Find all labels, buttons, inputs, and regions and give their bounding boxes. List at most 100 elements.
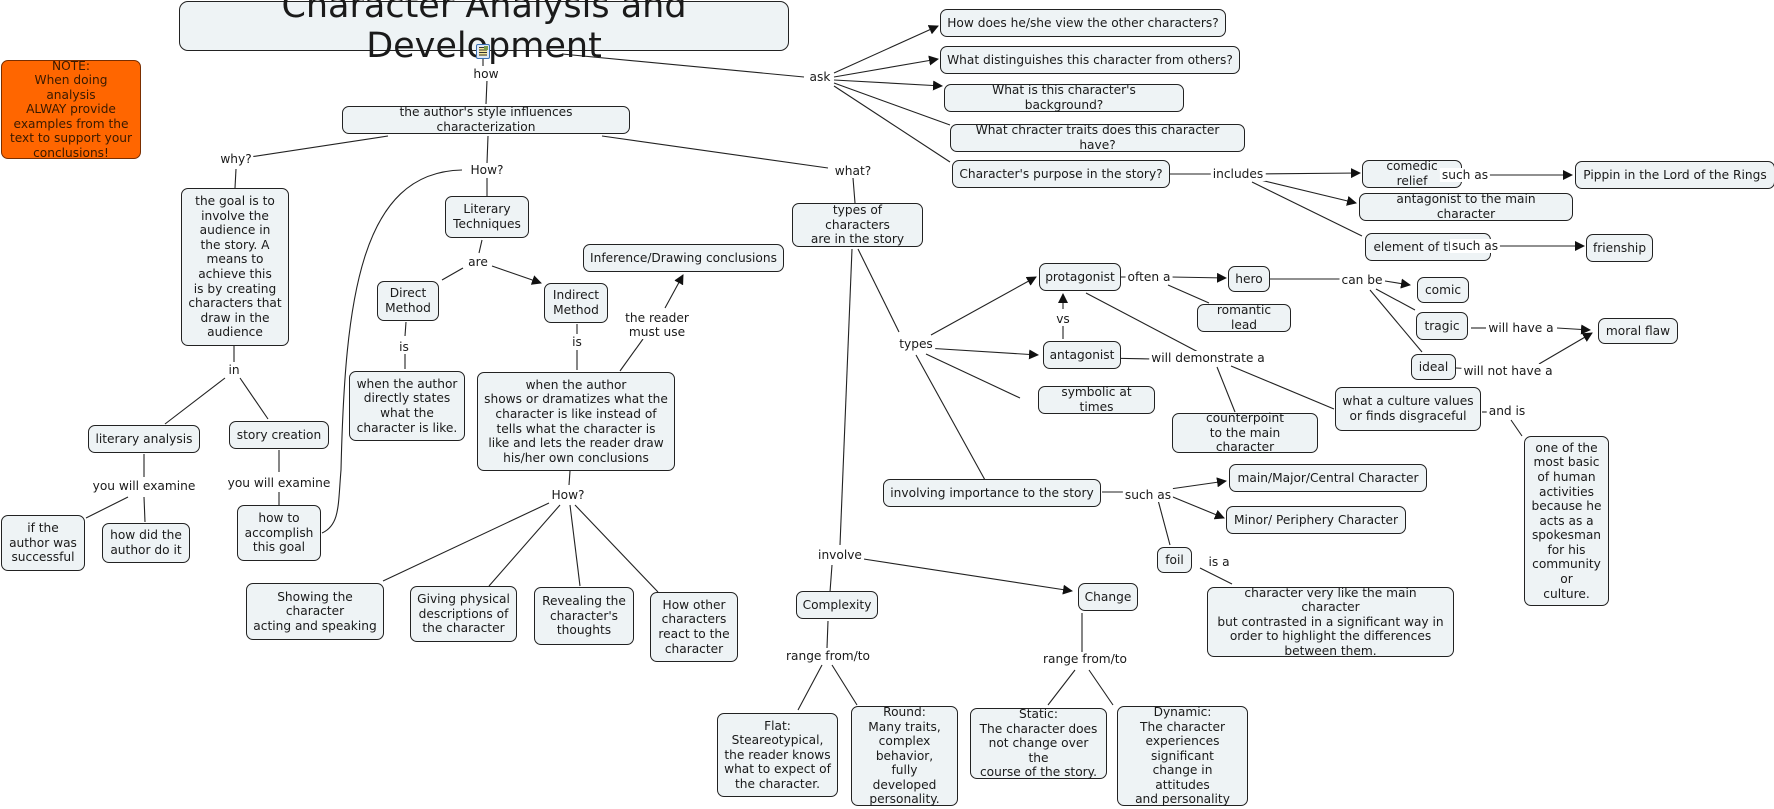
concept-question-traits[interactable]: What chracter traits does this character… bbox=[950, 123, 1245, 152]
concept-text: Complexity bbox=[802, 597, 872, 612]
concept-text: the goal is to involve the audience in t… bbox=[188, 194, 282, 340]
concept-types-characters[interactable]: types of characters are in the story bbox=[792, 203, 923, 247]
link-is-a: is a bbox=[1206, 555, 1232, 569]
concept-importance[interactable]: involving importance to the story bbox=[883, 479, 1101, 507]
concept-how-author-did[interactable]: how did the author do it bbox=[102, 523, 190, 563]
concept-text: How other characters react to the charac… bbox=[658, 597, 730, 656]
concept-text: What is this character's background? bbox=[992, 83, 1136, 112]
concept-text: if the author was successful bbox=[9, 521, 77, 565]
concept-how-accomplish[interactable]: how to accomplish this goal bbox=[237, 505, 321, 561]
concept-antagonist-main[interactable]: antagonist to the main character bbox=[1359, 192, 1573, 221]
concept-text: Character's purpose in the story? bbox=[959, 166, 1163, 181]
concept-text: Literary Techniques bbox=[453, 202, 521, 231]
link-how-question: How? bbox=[549, 488, 587, 502]
concept-basic-activity[interactable]: one of the most basic of human activitie… bbox=[1524, 436, 1609, 606]
concept-counterpoint[interactable]: counterpoint to the main character bbox=[1172, 411, 1318, 455]
concept-others-react[interactable]: How other characters react to the charac… bbox=[650, 592, 738, 662]
concept-romantic-lead[interactable]: romantic lead bbox=[1197, 303, 1291, 332]
concept-text: when the author shows or dramatizes what… bbox=[484, 377, 668, 465]
concept-minor[interactable]: Minor/ Periphery Character bbox=[1226, 506, 1406, 534]
concept-pippin[interactable]: Pippin in the Lord of the Rings bbox=[1575, 161, 1774, 189]
concept-change[interactable]: Change bbox=[1078, 583, 1138, 611]
concept-physical[interactable]: Giving physical descriptions of the char… bbox=[410, 586, 517, 642]
concept-foil-definition[interactable]: character very like the main character b… bbox=[1207, 586, 1454, 658]
concept-text: types of characters are in the story bbox=[810, 203, 905, 247]
concept-text: frienship bbox=[1592, 240, 1647, 255]
concept-text: antagonist bbox=[1049, 347, 1115, 362]
concept-direct-definition[interactable]: when the author directly states what the… bbox=[349, 371, 465, 441]
concept-text: Round: Many traits, complex behavior, fu… bbox=[868, 704, 941, 807]
concept-comic[interactable]: comic bbox=[1417, 277, 1469, 303]
concept-text: what a culture values or finds disgracef… bbox=[1342, 394, 1474, 423]
concept-question-distinguish[interactable]: What distinguishes this character from o… bbox=[940, 46, 1240, 74]
concept-inference[interactable]: Inference/Drawing conclusions bbox=[583, 244, 784, 272]
concept-text: Minor/ Periphery Character bbox=[1233, 512, 1399, 527]
link-reader-must-use: the reader must use bbox=[623, 311, 691, 339]
link-such-as: such as bbox=[1122, 488, 1174, 502]
link-range-from-to: range from/to bbox=[783, 649, 873, 663]
concept-text: symbolic at times bbox=[1061, 385, 1132, 414]
link-ask: ask bbox=[807, 70, 833, 84]
concept-foil[interactable]: foil bbox=[1157, 547, 1192, 573]
concept-symbolic[interactable]: symbolic at times bbox=[1038, 385, 1155, 414]
concept-text: Static: The character does not change ov… bbox=[979, 707, 1098, 780]
concept-main-major[interactable]: main/Major/Central Character bbox=[1229, 464, 1427, 492]
concept-ideal[interactable]: ideal bbox=[1411, 354, 1456, 380]
concept-goal[interactable]: the goal is to involve the audience in t… bbox=[181, 188, 289, 346]
concept-question-view[interactable]: How does he/she view the other character… bbox=[940, 9, 1226, 37]
concept-thoughts[interactable]: Revealing the character's thoughts bbox=[534, 587, 634, 645]
concept-tragic[interactable]: tragic bbox=[1416, 312, 1468, 340]
concept-text: moral flaw bbox=[1605, 323, 1671, 338]
concept-moral-flaw[interactable]: moral flaw bbox=[1598, 318, 1678, 344]
link-how-question: How? bbox=[468, 163, 506, 177]
link-and-is: and is bbox=[1486, 404, 1528, 418]
link-will-not-have-a: will not have a bbox=[1461, 364, 1555, 378]
concept-text: hero bbox=[1235, 271, 1263, 286]
concept-text: comic bbox=[1424, 282, 1462, 297]
link-how: how bbox=[471, 67, 501, 81]
concept-text: protagonist bbox=[1045, 269, 1115, 284]
concept-antagonist[interactable]: antagonist bbox=[1043, 341, 1121, 369]
concept-hero[interactable]: hero bbox=[1228, 266, 1270, 292]
concept-showing[interactable]: Showing the character acting and speakin… bbox=[246, 583, 384, 640]
concept-dynamic[interactable]: Dynamic: The character experiences signi… bbox=[1117, 704, 1248, 807]
concept-text: comedic relief bbox=[1386, 159, 1438, 188]
concept-static[interactable]: Static: The character does not change ov… bbox=[970, 707, 1107, 780]
concept-text: antagonist to the main character bbox=[1396, 192, 1536, 221]
concept-flat[interactable]: Flat: Steareotypical, the reader knows w… bbox=[717, 713, 838, 797]
concept-question-background[interactable]: What is this character's background? bbox=[944, 83, 1184, 112]
concept-indirect-definition[interactable]: when the author shows or dramatizes what… bbox=[477, 372, 675, 471]
note-box: NOTE: When doing analysis ALWAY provide … bbox=[1, 59, 141, 160]
concept-text: Inference/Drawing conclusions bbox=[590, 250, 777, 265]
concept-text: romantic lead bbox=[1216, 303, 1272, 332]
concept-text: What chracter traits does this character… bbox=[975, 123, 1220, 152]
concept-round[interactable]: Round: Many traits, complex behavior, fu… bbox=[851, 704, 958, 807]
link-involve: involve bbox=[816, 548, 864, 562]
link-such-as: such as bbox=[1449, 239, 1501, 253]
concept-text: Showing the character acting and speakin… bbox=[253, 589, 377, 633]
concept-text: story creation bbox=[236, 427, 322, 442]
concept-culture-values[interactable]: what a culture values or finds disgracef… bbox=[1335, 387, 1481, 431]
concept-text: What distinguishes this character from o… bbox=[947, 52, 1233, 67]
concept-indirect-method[interactable]: Indirect Method bbox=[544, 283, 608, 323]
concept-story-creation[interactable]: story creation bbox=[229, 421, 329, 449]
link-in: in bbox=[226, 363, 242, 377]
concept-complexity[interactable]: Complexity bbox=[796, 591, 878, 619]
concept-author-successful[interactable]: if the author was successful bbox=[1, 515, 85, 571]
concept-question-purpose[interactable]: Character's purpose in the story? bbox=[952, 160, 1170, 188]
concept-literary-analysis[interactable]: literary analysis bbox=[88, 425, 200, 453]
concept-literary-techniques[interactable]: Literary Techniques bbox=[445, 196, 529, 238]
document-icon[interactable] bbox=[476, 44, 490, 59]
concept-text: Dynamic: The character experiences signi… bbox=[1135, 704, 1230, 807]
link-you-will-examine: you will examine bbox=[225, 476, 333, 490]
concept-text: Direct Method bbox=[385, 286, 431, 315]
concept-author-style[interactable]: the author's style influences characteri… bbox=[342, 105, 630, 134]
concept-direct-method[interactable]: Direct Method bbox=[377, 281, 439, 321]
link-includes: includes bbox=[1210, 167, 1266, 181]
concept-text: counterpoint to the main character bbox=[1206, 411, 1284, 455]
concept-text: the author's style influences characteri… bbox=[399, 105, 573, 134]
concept-protagonist[interactable]: protagonist bbox=[1039, 263, 1121, 291]
link-is: is bbox=[570, 335, 584, 349]
link-vs: vs bbox=[1054, 312, 1072, 326]
concept-friendship[interactable]: frienship bbox=[1586, 234, 1653, 262]
